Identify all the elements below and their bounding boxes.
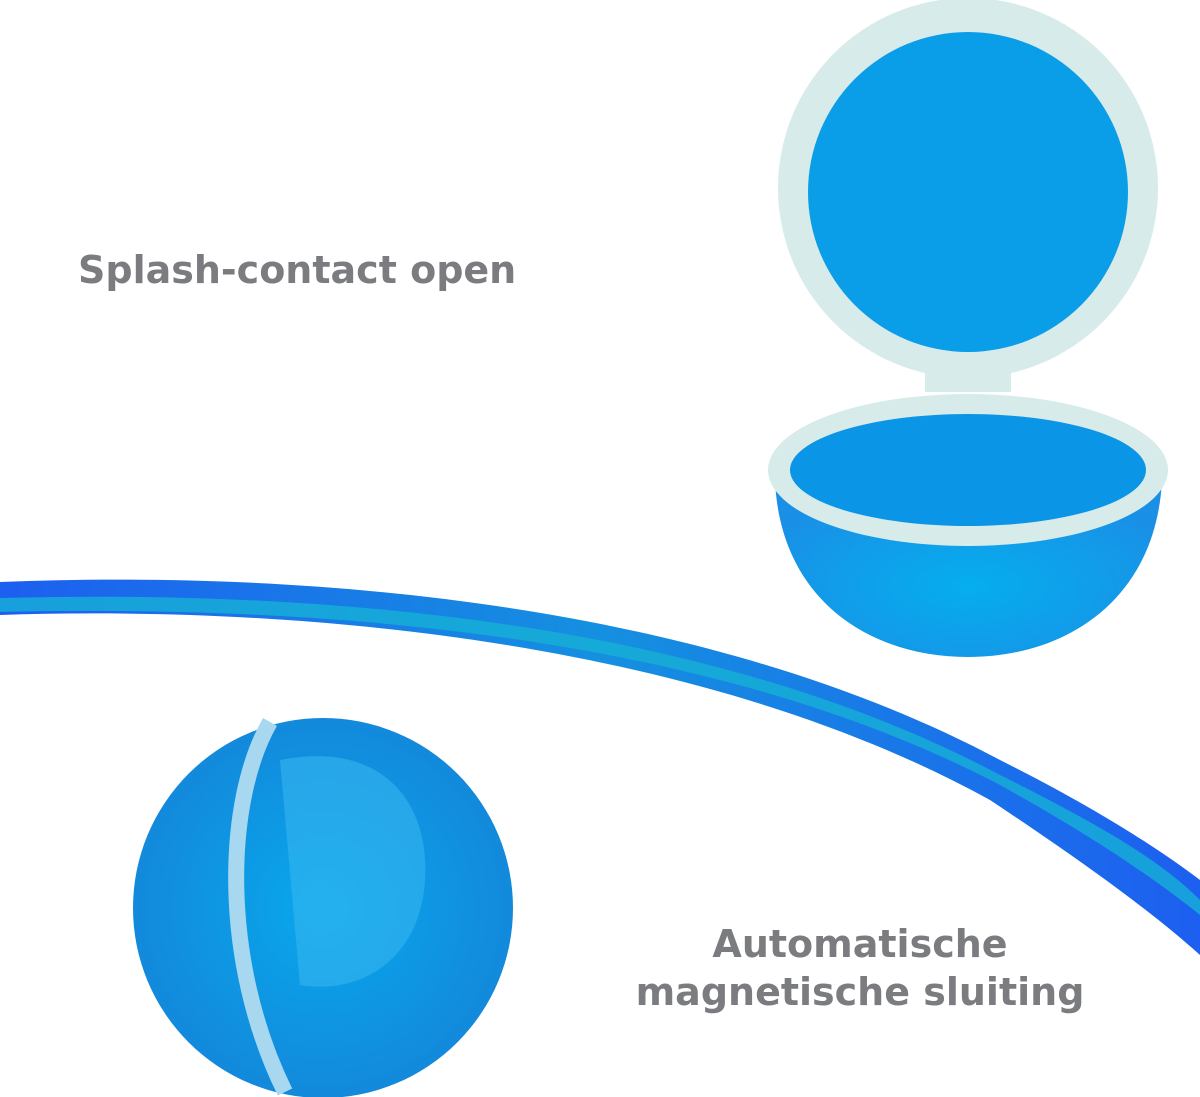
closed-ball [133,718,513,1097]
open-ball-bottom [768,394,1168,657]
magnetic-closure-label: Automatische magnetische sluiting [600,920,1120,1016]
magnetic-closure-line1: Automatische [712,922,1008,966]
splash-contact-label: Splash-contact open [78,248,517,292]
magnetic-closure-line2: magnetische sluiting [635,970,1085,1014]
open-ball-lid [778,0,1158,392]
swoosh [0,579,1200,955]
